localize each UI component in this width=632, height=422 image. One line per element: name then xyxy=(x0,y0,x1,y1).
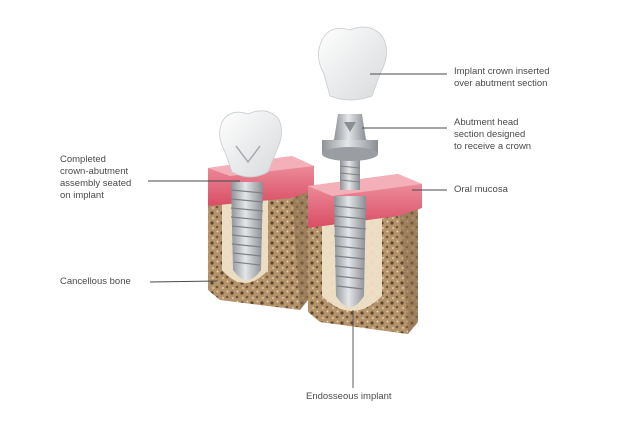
right-implant-screw xyxy=(333,196,367,307)
label-abutment-head: Abutment head section designed to receiv… xyxy=(454,117,532,152)
label-endosseous-implant: Endosseous implant xyxy=(306,391,392,402)
label-implant-crown: Implant crown inserted over abutment sec… xyxy=(454,66,550,89)
leader-lines xyxy=(148,73,447,388)
label-oral-mucosa: Oral mucosa xyxy=(454,184,508,195)
left-implant-screw xyxy=(230,182,264,280)
leader-cancellous-bone xyxy=(149,280,219,283)
floating-crown xyxy=(318,26,387,101)
label-cancellous-bone: Cancellous bone xyxy=(60,276,131,287)
abutment xyxy=(322,114,378,190)
left-crown xyxy=(219,110,282,178)
label-crown-assembly: Completed crown-abutment assembly seated… xyxy=(60,154,132,201)
